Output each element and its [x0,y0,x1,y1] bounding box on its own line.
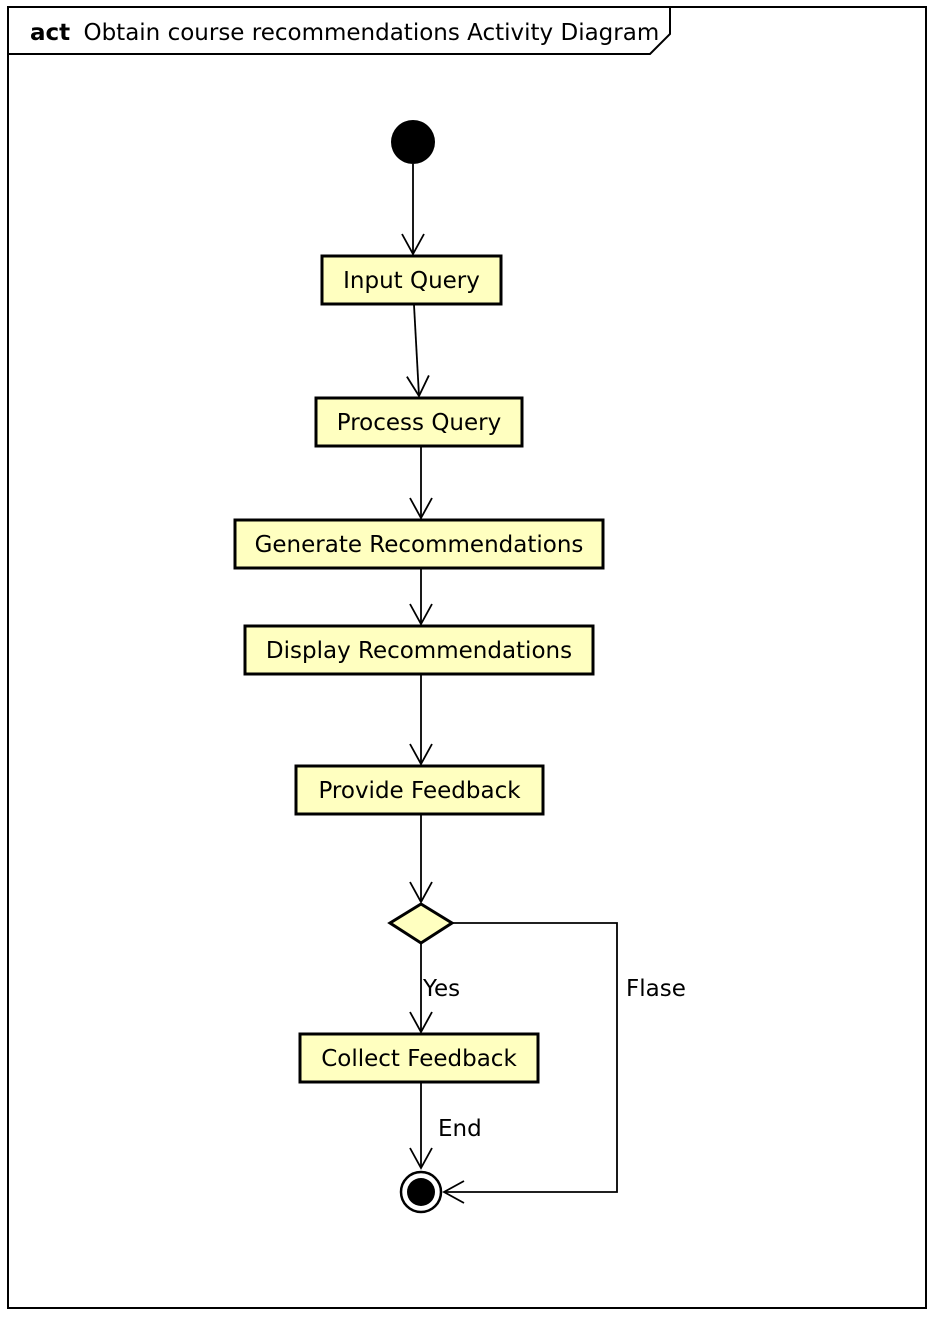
action-process-query-label: Process Query [337,410,501,436]
frame-title-text: Obtain course recommendations Activity D… [83,20,659,46]
action-display-recommendations: Display Recommendations [243,624,595,676]
edge-label-end: End [438,1116,482,1142]
action-generate-recommendations: Generate Recommendations [233,518,605,570]
edge-label-false: Flase [626,976,686,1002]
action-input-query-label: Input Query [343,268,480,294]
frame-title: act Obtain course recommendations Activi… [30,20,659,46]
frame-keyword: act [30,20,70,46]
edge-decision-false-to-final [442,922,618,1204]
action-provide-feedback: Provide Feedback [294,764,545,816]
edge-label-yes: Yes [422,976,460,1002]
action-display-recommendations-label: Display Recommendations [266,638,572,664]
initial-node [391,120,435,164]
action-input-query: Input Query [320,254,503,306]
action-process-query: Process Query [314,396,524,448]
action-generate-recommendations-label: Generate Recommendations [255,532,584,558]
edge-input-to-process [406,304,430,398]
decision-node [387,902,455,945]
action-provide-feedback-label: Provide Feedback [318,778,521,804]
frame-title-tab [8,7,671,55]
final-node [399,1170,443,1214]
action-collect-feedback: Collect Feedback [298,1032,540,1084]
action-collect-feedback-label: Collect Feedback [321,1046,517,1072]
